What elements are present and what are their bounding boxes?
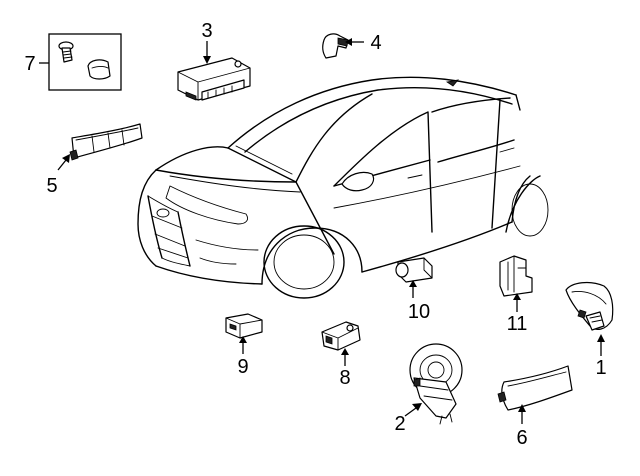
callout-1: 1 [595, 357, 606, 379]
callout-10: 10 [408, 301, 430, 323]
callout-9: 9 [237, 356, 248, 378]
part-10-sensor [395, 257, 433, 283]
cap-icon [87, 59, 111, 80]
vehicle-illustration [137, 76, 549, 299]
callout-3: 3 [201, 20, 212, 42]
part-11-sensor [499, 255, 533, 297]
callout-leaders [39, 38, 605, 424]
callout-11: 11 [507, 313, 528, 335]
bolt-icon [58, 41, 74, 63]
part-1-steering-airbag [565, 281, 614, 331]
part-2-clock-spring [409, 343, 463, 425]
callout-6: 6 [516, 427, 527, 449]
part-9-sensor [225, 313, 263, 339]
callout-4: 4 [370, 32, 381, 54]
callout-labels: 1 2 3 4 5 6 7 8 9 10 11 [24, 20, 606, 449]
part-6-knee-airbag [497, 365, 573, 411]
callout-2: 2 [394, 413, 405, 435]
callout-8: 8 [339, 367, 350, 389]
part-3-module [177, 57, 251, 101]
part-8-sensor [321, 321, 361, 351]
callout-5: 5 [46, 175, 57, 197]
part-4-clip [322, 33, 349, 59]
part-7-bolt-and-cap [48, 33, 122, 91]
part-5-curtain-airbag [69, 123, 143, 161]
callout-7: 7 [24, 53, 35, 75]
